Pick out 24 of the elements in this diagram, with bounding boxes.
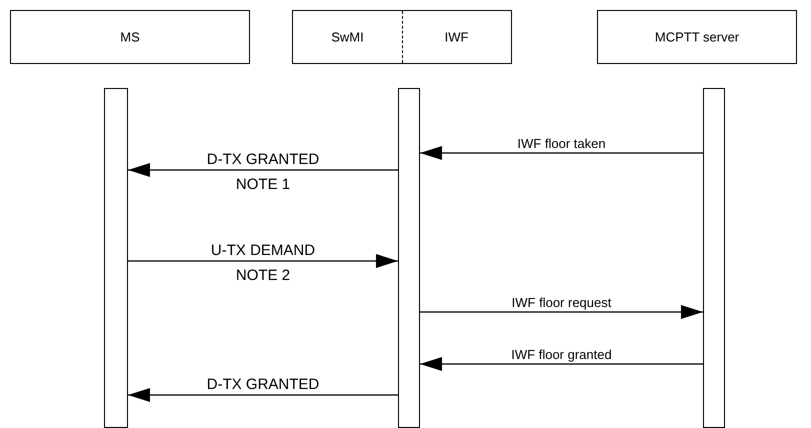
participant-name: MCPTT server <box>654 30 740 44</box>
activation-bar <box>703 88 725 428</box>
message-label: IWF floor granted <box>511 348 612 361</box>
activation-bar <box>398 88 420 428</box>
message-arrow <box>128 254 398 268</box>
participant-name: SwMI <box>331 30 364 44</box>
note-reference: NOTE 2 <box>236 268 290 283</box>
lifeline-header <box>597 10 797 64</box>
participant-name: MS <box>120 30 140 44</box>
participant-name: IWF <box>444 30 468 44</box>
message-label: IWF floor taken <box>517 137 606 150</box>
message-label: D-TX GRANTED <box>206 152 320 167</box>
message-arrow <box>420 146 703 160</box>
note-reference: NOTE 1 <box>236 177 290 192</box>
activation-bar <box>104 88 128 428</box>
message-arrow <box>420 357 703 371</box>
message-arrow <box>420 305 703 319</box>
message-label: U-TX DEMAND <box>210 243 316 258</box>
lifeline-header <box>292 10 512 64</box>
message-label: D-TX GRANTED <box>206 377 320 392</box>
message-arrow <box>128 388 398 402</box>
lifeline-header <box>10 10 250 64</box>
message-arrow <box>128 163 398 177</box>
message-label: IWF floor request <box>512 296 612 309</box>
